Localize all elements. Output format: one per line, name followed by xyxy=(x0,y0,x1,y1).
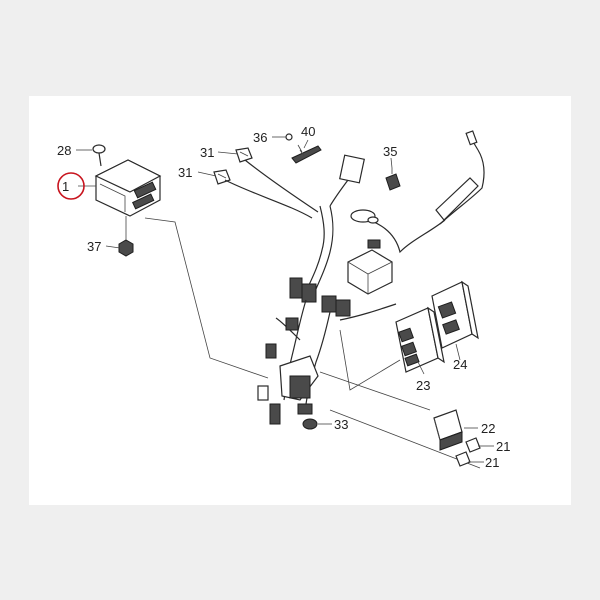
part-22-relay[interactable] xyxy=(433,409,463,451)
callout-21-lower[interactable]: 21 xyxy=(485,455,499,470)
callout-24[interactable]: 24 xyxy=(453,357,467,372)
callout-28[interactable]: 28 xyxy=(57,143,71,158)
part-1-control-unit[interactable] xyxy=(94,159,162,217)
callout-31-lower[interactable]: 31 xyxy=(178,165,192,180)
part-40-tab[interactable] xyxy=(291,145,322,164)
callout-31-upper[interactable]: 31 xyxy=(200,145,214,160)
part-36-small-screw[interactable] xyxy=(285,133,293,141)
part-31-clip-upper[interactable] xyxy=(235,147,253,163)
part-28-screw[interactable] xyxy=(92,144,106,167)
part-24-module[interactable] xyxy=(431,280,479,349)
callout-37[interactable]: 37 xyxy=(87,239,101,254)
highlight-circle xyxy=(57,172,85,200)
part-21-fuse-upper[interactable] xyxy=(465,437,481,453)
main-wiring-harness[interactable] xyxy=(224,130,485,425)
callout-22[interactable]: 22 xyxy=(481,421,495,436)
part-33-grommet[interactable] xyxy=(302,418,318,430)
callout-1[interactable]: 1 xyxy=(62,179,69,194)
callout-21-upper[interactable]: 21 xyxy=(496,439,510,454)
callout-33[interactable]: 33 xyxy=(334,417,348,432)
callout-23[interactable]: 23 xyxy=(416,378,430,393)
part-37-nut[interactable] xyxy=(118,216,134,257)
callout-35[interactable]: 35 xyxy=(383,144,397,159)
part-23-module[interactable] xyxy=(395,306,445,373)
callout-labels: 1 28 37 31 31 36 40 35 23 24 22 21 21 33 xyxy=(57,124,510,470)
callout-36[interactable]: 36 xyxy=(253,130,267,145)
part-21-fuse-lower[interactable] xyxy=(455,451,471,467)
callout-leaders xyxy=(76,136,494,463)
leader-lines xyxy=(144,144,481,469)
callout-40[interactable]: 40 xyxy=(301,124,315,139)
part-35-connector[interactable] xyxy=(385,168,401,191)
